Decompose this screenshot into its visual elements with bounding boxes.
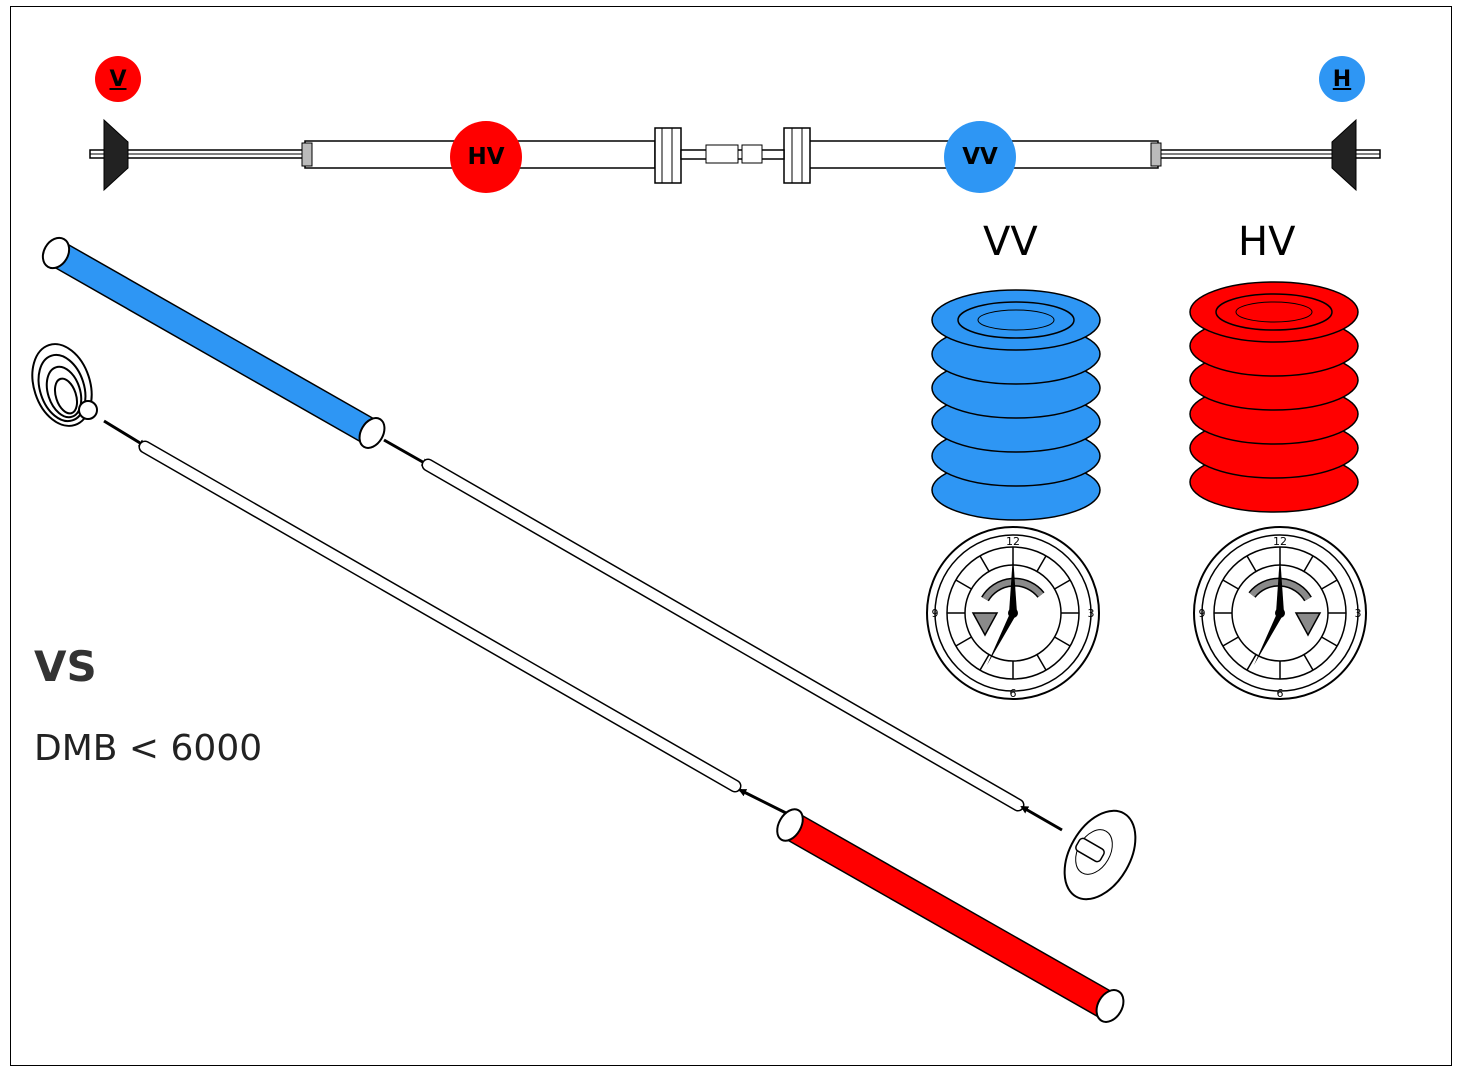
clock-number: 12 [1273, 535, 1287, 548]
spring-blue-icon [931, 289, 1101, 521]
right-suction-cup-icon [1331, 118, 1357, 192]
minute-hand [1009, 555, 1017, 613]
clock-number: 12 [1006, 535, 1020, 548]
drawing-frame [10, 6, 1452, 1066]
left-coupling [654, 127, 682, 184]
spring-red-icon [1189, 281, 1359, 513]
clock-number: 9 [932, 607, 939, 620]
spring-label-hv: HV [1238, 219, 1296, 265]
clock-number: 3 [1355, 607, 1362, 620]
red-tube [783, 813, 1115, 1018]
arrow-icon [103, 419, 147, 448]
arrow-icon [383, 438, 430, 467]
rear-badge: H [1319, 56, 1365, 102]
right-tube-badge: VV [944, 121, 1016, 193]
left-tube-badge: HV [450, 121, 522, 193]
long-tube-upper [423, 460, 1023, 810]
minute-hand [1276, 555, 1284, 613]
center-clamp [705, 144, 739, 164]
front-badge-label: V [109, 66, 127, 92]
blue-tube [51, 243, 379, 444]
clock-number: 3 [1088, 607, 1095, 620]
long-tube-lower [140, 442, 740, 791]
arrow-icon [1020, 805, 1063, 832]
clock-number: 6 [1277, 687, 1284, 700]
front-badge: V [95, 56, 141, 102]
top-assembly-view [89, 118, 1381, 192]
hour-hand [987, 611, 1016, 665]
blue-tube-adapter [358, 417, 386, 449]
red-tube-end-cap [1095, 989, 1125, 1023]
rear-badge-label: H [1332, 66, 1352, 92]
left-tube-badge-label: HV [467, 144, 505, 170]
blue-tube-end-cap [41, 236, 71, 270]
exploded-view [31, 236, 1137, 1023]
clock-icon: 12 3 6 9 [1193, 526, 1367, 700]
hour-hand [1254, 611, 1283, 665]
red-tube-adapter [776, 808, 804, 842]
arrow-icon [738, 788, 791, 817]
right-coupling [783, 127, 811, 184]
clock-number: 9 [1199, 607, 1206, 620]
left-suction-cup-icon [103, 118, 129, 192]
section-title: VS [34, 642, 97, 691]
spring-label-vv: VV [983, 219, 1038, 265]
clock-icon: 12 3 6 9 [926, 526, 1100, 700]
right-tube-badge-label: VV [962, 144, 998, 170]
condition-text: DMB < 6000 [34, 728, 263, 769]
clock-number: 6 [1010, 687, 1017, 700]
